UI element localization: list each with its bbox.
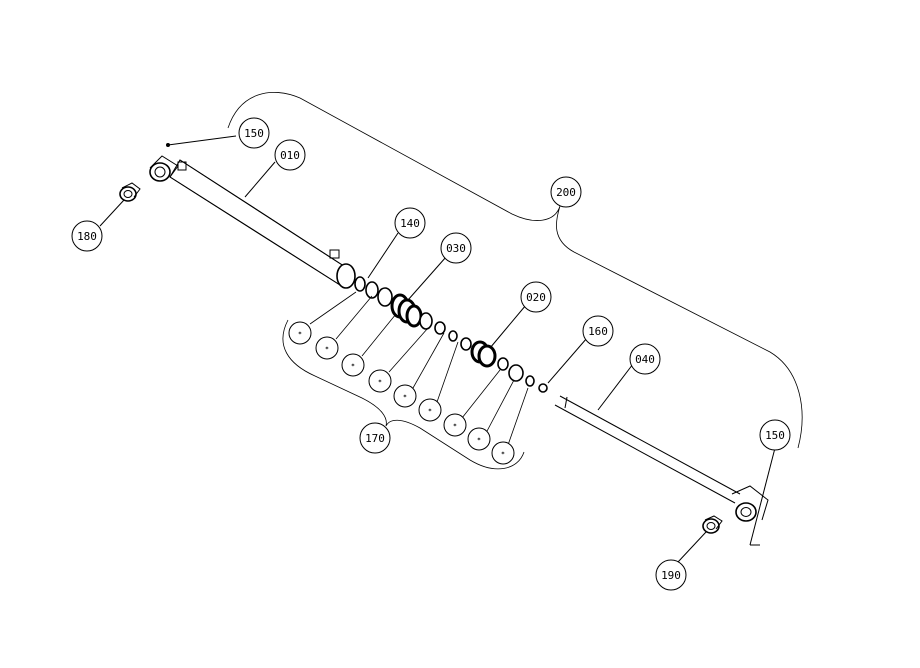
seal-mark: * xyxy=(378,379,382,386)
callout-label: 200 xyxy=(556,186,576,199)
callout-160: 160 xyxy=(582,315,614,347)
callout-label: 140 xyxy=(400,217,420,230)
callout-170: 170 xyxy=(359,422,391,454)
seal-mark: * xyxy=(501,451,505,458)
callout-150-bottom: 150 xyxy=(759,419,791,451)
gland-140 xyxy=(354,276,393,307)
callout-label: 010 xyxy=(280,149,300,162)
callout-label: 180 xyxy=(77,230,97,243)
bracket-170 xyxy=(282,319,525,470)
callout-200: 200 xyxy=(550,176,582,208)
callout-label: 160 xyxy=(588,325,608,338)
bracket-200 xyxy=(227,92,803,449)
callout-label: 170 xyxy=(365,432,385,445)
bushing-190 xyxy=(702,515,723,534)
piston-rod xyxy=(554,395,769,522)
callout-150-top: 150 xyxy=(238,117,270,149)
seal-mark: * xyxy=(428,408,432,415)
callout-040: 040 xyxy=(629,343,661,375)
callout-010: 010 xyxy=(274,139,306,171)
cylinder-barrel xyxy=(149,155,356,289)
callout-label: 040 xyxy=(635,353,655,366)
seal-mark: * xyxy=(453,423,457,430)
seal-mark: * xyxy=(477,437,481,444)
callout-label: 020 xyxy=(526,291,546,304)
bushing-180 xyxy=(119,182,141,202)
seal-mark: * xyxy=(325,346,329,353)
seal-mark: * xyxy=(403,394,407,401)
callout-label: 190 xyxy=(661,569,681,582)
callout-label: 150 xyxy=(244,127,264,140)
leader-lines xyxy=(99,135,776,563)
callout-140: 140 xyxy=(394,207,426,239)
seal-balloons: * * * * * * * * * xyxy=(288,321,515,465)
piston-020 xyxy=(470,340,548,393)
callout-020: 020 xyxy=(520,281,552,313)
seal-mark: * xyxy=(298,331,302,338)
callout-label: 030 xyxy=(446,242,466,255)
callout-label: 150 xyxy=(765,429,785,442)
seal-mark: * xyxy=(351,363,355,370)
callout-190: 190 xyxy=(655,559,687,591)
piston-030 xyxy=(390,293,472,351)
callout-030: 030 xyxy=(440,232,472,264)
callout-180: 180 xyxy=(71,220,103,252)
